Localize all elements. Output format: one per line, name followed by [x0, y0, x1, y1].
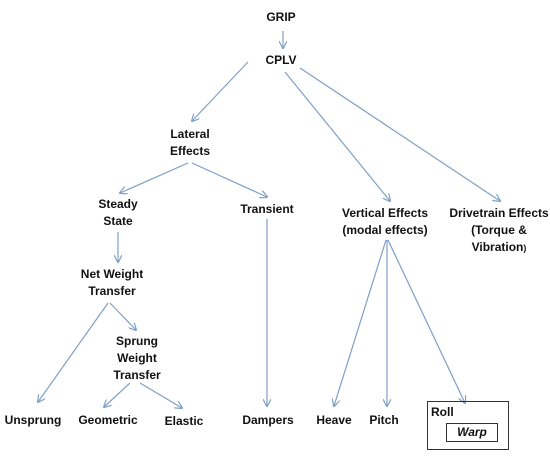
node-sprung-weight-transfer: Sprung Weight Transfer	[113, 333, 160, 384]
node-heave-label: Heave	[316, 413, 352, 427]
node-steady-state: Steady State	[98, 196, 137, 230]
node-drivetrain-effects-line-3: Vibration)	[449, 239, 548, 257]
node-geometric: Geometric	[78, 412, 137, 429]
node-dampers: Dampers	[242, 412, 293, 429]
node-roll-label: Roll	[431, 405, 454, 419]
node-vertical-effects-line-2: (modal effects)	[342, 223, 428, 237]
edge-arrow-net-weight-to-sprung	[109, 302, 136, 330]
node-unsprung-label: Unsprung	[4, 413, 62, 427]
node-sprung-weight-transfer-line-1: Sprung	[115, 334, 158, 348]
node-elastic-label: Elastic	[164, 414, 204, 428]
edge-arrow-lateral-to-steady	[120, 162, 189, 193]
node-drivetrain-effects-paren: )	[523, 243, 527, 253]
edge-arrow-cplv-to-drivetrain	[299, 67, 500, 201]
node-transient: Transient	[240, 201, 293, 218]
roll-box: Roll Warp	[427, 401, 509, 450]
edge-arrow-sprung-to-elastic	[139, 382, 182, 408]
edge-arrow-vertical-to-roll	[387, 239, 465, 403]
node-warp-label: Warp	[457, 425, 487, 439]
node-sprung-weight-transfer-line-3: Transfer	[113, 368, 161, 382]
node-steady-state-line-2: State	[103, 214, 133, 228]
node-pitch-label: Pitch	[369, 413, 399, 427]
node-net-weight-transfer-line-2: Transfer	[88, 284, 136, 298]
node-grip-label: GRIP	[266, 10, 296, 24]
edge-arrow-cplv-to-lateral	[192, 61, 249, 121]
node-grip: GRIP	[266, 9, 295, 26]
edge-arrow-net-weight-to-unsprung	[38, 302, 109, 402]
node-net-weight-transfer-line-1: Net Weight	[80, 267, 144, 281]
edge-arrow-lateral-to-transient	[191, 162, 267, 197]
edge-arrow-cplv-to-vertical	[284, 71, 390, 201]
node-cplv: CPLV	[265, 52, 296, 69]
node-vertical-effects-line-1: Vertical Effects	[341, 206, 429, 220]
node-lateral-effects-line-1: Lateral	[170, 127, 210, 141]
node-drivetrain-effects: Drivetrain Effects (Torque & Vibration)	[449, 205, 548, 257]
node-elastic: Elastic	[165, 413, 204, 430]
node-steady-state-line-1: Steady	[98, 197, 138, 211]
node-drivetrain-effects-line-1: Drivetrain Effects	[449, 206, 549, 220]
edge-arrow-sprung-to-geometric	[104, 382, 131, 407]
warp-box: Warp	[446, 423, 498, 442]
node-transient-label: Transient	[240, 202, 294, 216]
node-dampers-label: Dampers	[242, 413, 294, 427]
node-lateral-effects-line-2: Effects	[169, 144, 211, 158]
edge-arrow-vertical-to-heave	[334, 239, 387, 406]
node-sprung-weight-transfer-line-2: Weight	[117, 351, 157, 365]
node-net-weight-transfer: Net Weight Transfer	[81, 266, 143, 300]
node-drivetrain-effects-line-3-text: Vibration	[471, 240, 524, 254]
node-heave: Heave	[316, 412, 351, 429]
node-geometric-label: Geometric	[78, 413, 138, 427]
node-cplv-label: CPLV	[265, 53, 297, 67]
node-lateral-effects: Lateral Effects	[170, 126, 210, 160]
node-unsprung: Unsprung	[5, 412, 62, 429]
node-drivetrain-effects-line-2: (Torque &	[471, 223, 527, 237]
node-pitch: Pitch	[369, 412, 398, 429]
node-vertical-effects: Vertical Effects (modal effects)	[342, 205, 428, 239]
